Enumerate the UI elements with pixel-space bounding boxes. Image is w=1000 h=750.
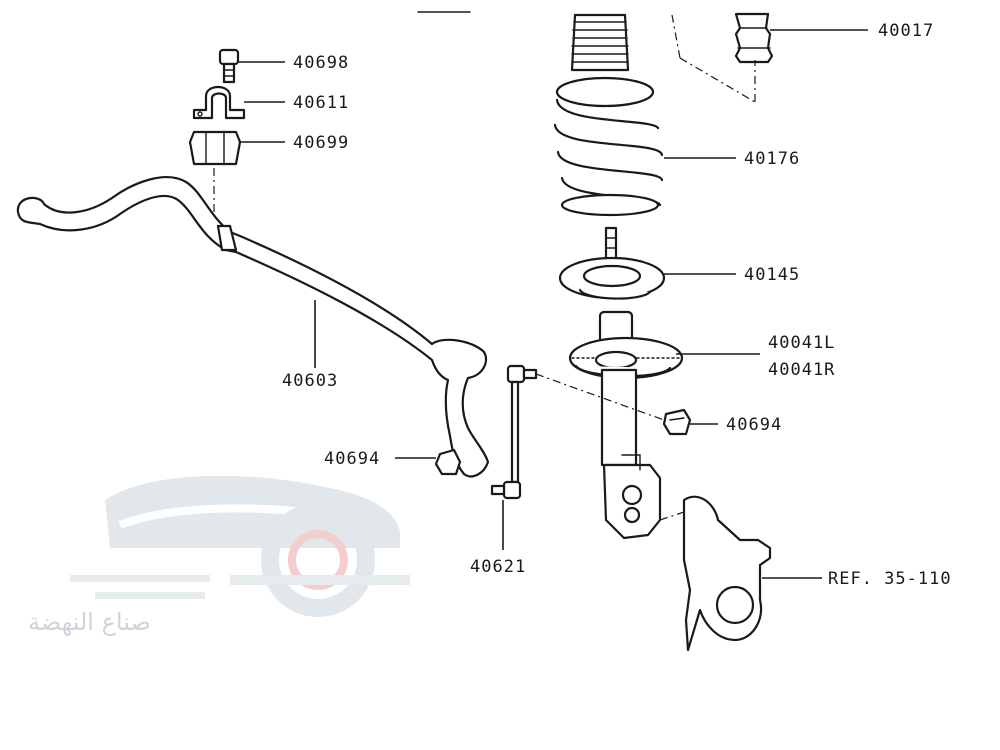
strut-assembly-40041: [568, 310, 684, 540]
stabilizer-link-40621: [490, 364, 665, 500]
coil-spring-40176: [553, 76, 664, 217]
label-ref-35-110: REF. 35-110: [828, 569, 952, 589]
label-40698: 40698: [293, 53, 349, 73]
bracket-40611: [192, 85, 246, 120]
label-40694-left: 40694: [324, 449, 380, 469]
label-40145: 40145: [744, 265, 800, 285]
label-40041L: 40041L: [768, 333, 835, 353]
label-40621: 40621: [470, 557, 526, 577]
label-40041R: 40041R: [768, 360, 835, 380]
stabilizer-bar-40603: [16, 176, 490, 478]
label-40017: 40017: [878, 21, 934, 41]
nut-40694-right: [662, 408, 692, 436]
spring-seat-40145: [558, 226, 666, 300]
bump-stopper-40017: [671, 12, 774, 103]
dust-boot-top: [417, 11, 630, 72]
bolt-40698: [218, 48, 240, 84]
label-40694-right: 40694: [726, 415, 782, 435]
label-40176: 40176: [744, 149, 800, 169]
nut-40694-left: [434, 448, 462, 476]
watermark-logo: صناع النهضة: [28, 475, 410, 636]
label-40611: 40611: [293, 93, 349, 113]
label-40699: 40699: [293, 133, 349, 153]
watermark-text: صناع النهضة: [28, 608, 151, 636]
label-40603: 40603: [282, 371, 338, 391]
bushing-40699: [188, 130, 242, 222]
steering-knuckle-ref: [659, 495, 772, 652]
